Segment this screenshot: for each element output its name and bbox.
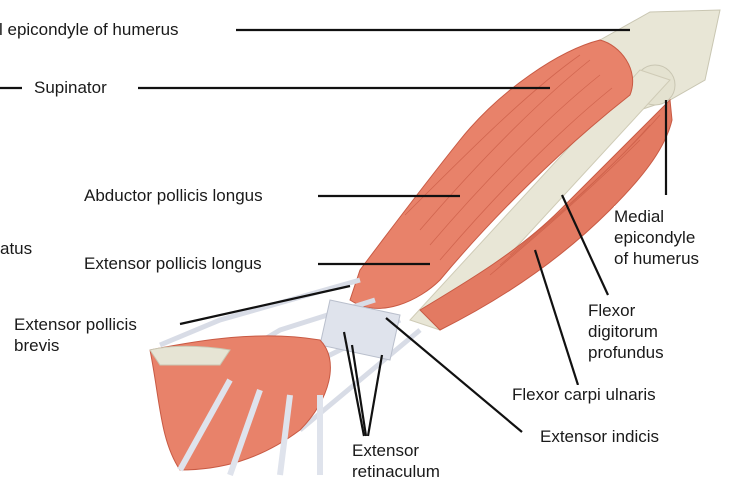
label-atus: atus xyxy=(0,239,32,259)
label-extensor-pollicis-brevis: Extensor pollicis brevis xyxy=(14,314,137,356)
label-extensor-indicis: Extensor indicis xyxy=(540,427,659,447)
label-extensor-retinaculum-line1: Extensor xyxy=(352,440,440,461)
label-abductor-pollicis-longus: Abductor pollicis longus xyxy=(84,186,263,206)
label-flexor-digitorum-profundus: Flexor digitorum profundus xyxy=(588,300,664,363)
label-flexor-digitorum-profundus-line3: profundus xyxy=(588,342,664,363)
label-flexor-digitorum-profundus-line1: Flexor xyxy=(588,300,664,321)
label-extensor-retinaculum-line2: retinaculum xyxy=(352,461,440,482)
label-medial-epicondyle-line2: epicondyle xyxy=(614,227,699,248)
label-lateral-epicondyle: l epicondyle of humerus xyxy=(0,20,179,40)
label-medial-epicondyle: Medial epicondyle of humerus xyxy=(614,206,699,269)
label-flexor-carpi-ulnaris: Flexor carpi ulnaris xyxy=(512,385,656,405)
leader-retinaculum-2 xyxy=(352,345,366,436)
thumb xyxy=(150,346,230,365)
label-extensor-pollicis-longus: Extensor pollicis longus xyxy=(84,254,262,274)
leader-extensor-indicis xyxy=(386,318,522,432)
label-extensor-retinaculum: Extensor retinaculum xyxy=(352,440,440,482)
label-extensor-pollicis-brevis-line1: Extensor pollicis xyxy=(14,314,137,335)
label-medial-epicondyle-line3: of humerus xyxy=(614,248,699,269)
label-supinator: Supinator xyxy=(34,78,107,98)
label-extensor-pollicis-brevis-line2: brevis xyxy=(14,335,137,356)
label-flexor-digitorum-profundus-line2: digitorum xyxy=(588,321,664,342)
leader-flexor-carpi-ulnaris xyxy=(535,250,578,385)
extensor-retinaculum-band xyxy=(320,300,400,360)
label-medial-epicondyle-line1: Medial xyxy=(614,206,699,227)
